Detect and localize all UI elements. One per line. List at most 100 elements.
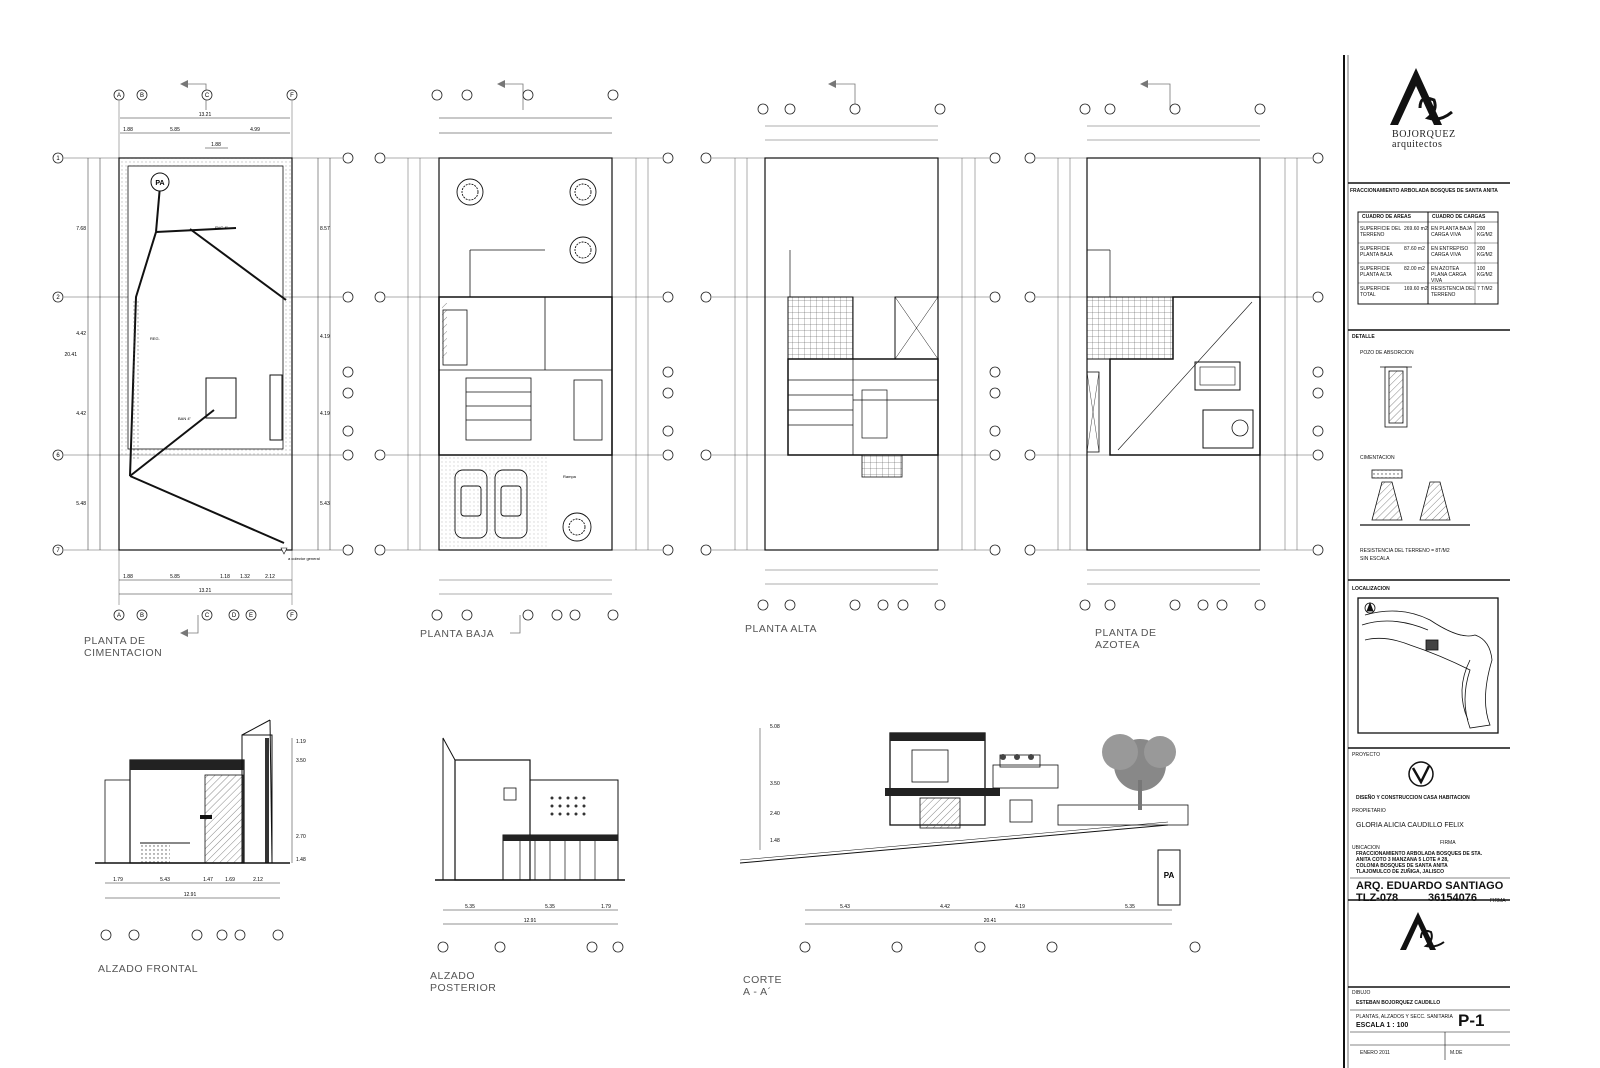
area-label-2: SUPERFICIE PLANTA BAJA (1360, 246, 1393, 258)
dibujo-value: ESTEBAN BOJORQUEZ CAUDILLO (1356, 1000, 1441, 1006)
dim-row-left-1: 7.68 (76, 226, 86, 232)
ubicacion-line-4: TLAJOMULCO DE ZUÑIGA, JALISCO (1356, 869, 1445, 875)
logo-text-2: arquitectos (1392, 139, 1443, 150)
grid-col-b: B (140, 93, 144, 99)
view-label-cimentacion-line1: PLANTA DE (84, 635, 146, 647)
elev-height-3: 2.70 (296, 834, 306, 840)
area-label-3: SUPERFICIE PLANTA ALTA (1360, 266, 1392, 278)
logo-text-1: BOJORQUEZ (1392, 129, 1456, 140)
ubicacion-line-3: COLONIA BOSQUES DE SANTA ANITA (1356, 863, 1448, 869)
grid-col-d-bottom: D (232, 613, 237, 619)
elev-height-1: 1.19 (296, 739, 306, 745)
proyecto-label: PROYECTO (1352, 752, 1380, 758)
view-label-alzado-frontal: ALZADO FRONTAL (98, 963, 199, 975)
view-label-corte: CORTE A - A´ (743, 974, 782, 998)
cotas-value: M.DE (1450, 1050, 1463, 1056)
client-logo (1408, 761, 1434, 787)
view-label-azotea-line2: AZOTEA (1095, 639, 1141, 651)
elev-dim-3: 1.47 (203, 877, 213, 883)
grid-row-1: 1 (56, 156, 60, 162)
view-label-azotea-line1: PLANTA DE (1095, 627, 1157, 639)
elevation-frontal: 1.19 3.50 2.70 1.48 1.79 5.43 1.47 1.69 … (95, 719, 306, 941)
dim-row-left-2: 4.42 (76, 331, 86, 337)
area-value-4: 169.60 m2 (1404, 286, 1428, 292)
grid-row-7: 7 (56, 548, 60, 554)
dim-bottom-3: 1.18 (220, 574, 230, 580)
dim-row-right-4: 5.43 (320, 501, 330, 507)
ubicacion-label: UBICACION (1352, 845, 1380, 851)
area-label-4: SUPERFICIE TOTAL (1360, 286, 1391, 298)
elevation-posterior: 5.35 5.35 1.79 12.91 (435, 737, 625, 953)
dim-row-right-1: 8.57 (320, 226, 330, 232)
grid-col-c-bottom: C (205, 613, 210, 619)
colector-label: a colector general (288, 556, 320, 561)
corte-height-2: 3.50 (770, 781, 780, 787)
grid-col-f: F (290, 93, 294, 99)
pa-label: PA (155, 180, 164, 187)
post-dim-total: 12.91 (524, 918, 537, 924)
area-value-2: 87.60 m2 (1404, 246, 1425, 252)
area-value-1: 269.60 m2 (1404, 226, 1428, 232)
plan-cimentacion: 13.21 1.88 5.85 4.99 1.88 A B C F 1 2 6 … (52, 80, 354, 637)
grid-row-6: 6 (56, 453, 60, 459)
firma-label: FIRMA (1440, 840, 1456, 846)
telefono-value: 36154076 (1428, 892, 1477, 904)
elev-dim-4: 1.69 (225, 877, 235, 883)
fecha-value: ENERO 2011 (1360, 1050, 1390, 1056)
view-label-corte-line2: A - A´ (743, 986, 772, 998)
corte-dim-3: 4.19 (1015, 904, 1025, 910)
escala-value: ESCALA 1 : 100 (1356, 1022, 1409, 1029)
sin-escala-label: SIN ESCALA (1360, 556, 1390, 562)
grid-col-c: C (205, 93, 210, 99)
carga-label-3: EN AZOTEA PLANA CARGA VIVA (1431, 266, 1467, 284)
dim-overall-depth: 20.41 (64, 352, 77, 358)
corte-dim-total: 20.41 (984, 918, 997, 924)
architect-logo-small (1400, 912, 1445, 950)
areas-title: CUADRO DE AREAS (1362, 214, 1411, 220)
area-label-1: SUPERFICIE DEL TERRENO (1360, 226, 1401, 238)
title-block-frame (1343, 55, 1510, 1068)
ubicacion-line-2: ANITA COTO 3 MANZANA 5 LOTE # 28, (1356, 857, 1449, 863)
grid-col-e-bottom: E (249, 613, 253, 619)
dim-row-right-2: 4.19 (320, 334, 330, 340)
view-label-cimentacion-line2: CIMENTACION (84, 647, 163, 659)
rampa-label: Rampa (563, 474, 577, 479)
resistencia-label: RESISTENCIA DEL TERRENO = 8T/M2 (1360, 548, 1450, 554)
post-dim-1: 5.35 (465, 904, 475, 910)
elev-height-4: 1.48 (296, 857, 306, 863)
plan-planta-baja: Rampa (374, 80, 674, 634)
firma2-label: FIRMA (1490, 898, 1506, 904)
view-label-alzado-posterior: ALZADO POSTERIOR (430, 970, 496, 994)
localizacion-label: LOCALIZACION (1352, 586, 1390, 592)
corte-dim-1: 5.43 (840, 904, 850, 910)
dim-top-3: 4.99 (250, 127, 260, 133)
cargas-title: CUADRO DE CARGAS (1432, 214, 1486, 220)
dim-row-left-3: 4.42 (76, 411, 86, 417)
carga-value-3: 100 KG/M2 (1477, 266, 1493, 278)
dim-bottom-5: 2.12 (265, 574, 275, 580)
grid-row-2: 2 (56, 295, 60, 301)
dim-row-right-3: 4.19 (320, 411, 330, 417)
project-header: FRACCIONAMIENTO ARBOLADA BOSQUES DE SANT… (1350, 188, 1498, 194)
propietario-value: GLORIA ALICIA CAUDILLO FELIX (1356, 822, 1464, 829)
registro-value: TLZ-078 (1356, 892, 1399, 904)
grid-col-f-bottom: F (290, 613, 294, 619)
grid-col-a: A (117, 93, 121, 99)
pa-corte-label: PA (1164, 871, 1175, 880)
elev-dim-5: 2.12 (253, 877, 263, 883)
carga-label-1: EN PLANTA BAJA CARGA VIVA (1431, 226, 1472, 238)
dim-top-1: 1.88 (123, 127, 133, 133)
contenido-value: PLANTAS, ALZADOS Y SECC. SANITARIA (1356, 1014, 1453, 1020)
view-label-baja: PLANTA BAJA (420, 628, 495, 640)
architect-logo (1390, 68, 1453, 125)
post-dim-3: 1.79 (601, 904, 611, 910)
location-map (1361, 601, 1493, 729)
view-label-alta: PLANTA ALTA (745, 623, 818, 635)
plan-planta-alta (700, 80, 1001, 611)
elev-height-2: 3.50 (296, 758, 306, 764)
dim-row-left-4: 5.48 (76, 501, 86, 507)
dim-top-2: 5.85 (170, 127, 180, 133)
corte-height-1: 5.08 (770, 724, 780, 730)
view-label-azotea: PLANTA DE AZOTEA (1095, 627, 1157, 651)
